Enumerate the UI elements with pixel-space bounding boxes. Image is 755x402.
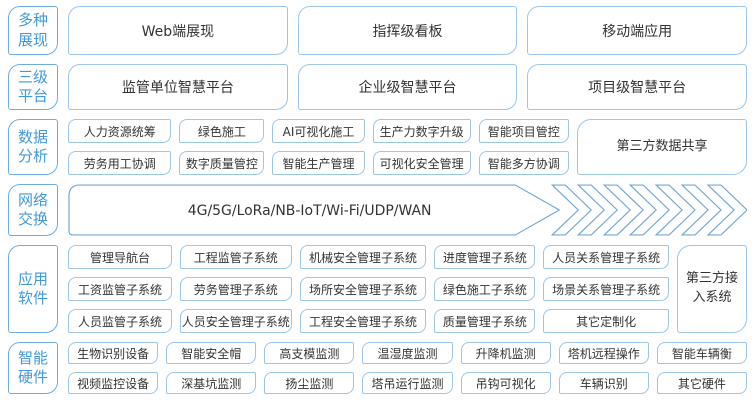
hardware-box: 深基坑监测 (166, 372, 257, 394)
data-analysis-box: AI可视化施工 (272, 119, 365, 143)
apps-content: 管理导航台 工程监管子系统 机械安全管理子系统 进度管理子系统 人员关系管理子系… (68, 245, 747, 333)
layer-label-network: 网络交换 (8, 184, 58, 236)
layer-row-hardware: 智能硬件 生物识别设备 智能安全帽 高支模监测 温湿度监测 升降机监测 塔机远程… (8, 342, 747, 394)
layer-row-network: 网络交换 4G/5G/LoRa/NB-IoT/Wi-Fi/UDP/WAN (8, 184, 747, 236)
network-protocol-bar (68, 184, 561, 236)
app-subsystem-box: 人员安全管理子系统 (179, 309, 292, 333)
hardware-box: 塔机远程操作 (558, 342, 649, 364)
data-analysis-box: 数字质量管控 (179, 151, 265, 175)
layer-label-data-analysis: 数据分析 (8, 119, 58, 175)
layer-row-platform: 三级平台 监管单位智慧平台 企业级智慧平台 项目级智慧平台 (8, 64, 748, 110)
data-analysis-box: 智能项目管控 (478, 119, 569, 143)
hardware-box: 塔吊运行监测 (362, 372, 453, 394)
display-box: 移动端应用 (527, 6, 748, 55)
hardware-box: 高支模监测 (264, 342, 355, 364)
data-analysis-box: 智能生产管理 (272, 151, 365, 175)
hardware-box: 智能安全帽 (166, 342, 257, 364)
data-analysis-content: 人力资源统筹 绿色施工 AI可视化施工 生产力数字升级 智能项目管控 劳务用工协… (68, 119, 747, 175)
data-analysis-box: 可视化安全管理 (372, 151, 471, 175)
data-analysis-box: 生产力数字升级 (372, 119, 471, 143)
data-analysis-box: 劳务用工协调 (68, 151, 172, 175)
apps-grid: 管理导航台 工程监管子系统 机械安全管理子系统 进度管理子系统 人员关系管理子系… (68, 245, 669, 333)
app-subsystem-box: 管理导航台 (68, 245, 172, 269)
app-subsystem-box: 机械安全管理子系统 (299, 245, 427, 269)
app-subsystem-box: 人员关系管理子系统 (543, 245, 669, 269)
network-protocols-text: 4G/5G/LoRa/NB-IoT/Wi-Fi/UDP/WAN (188, 203, 432, 219)
hardware-box: 视频监控设备 (68, 372, 159, 394)
app-subsystem-box: 劳务管理子系统 (179, 277, 292, 301)
third-party-data-box: 第三方数据共享 (577, 119, 747, 175)
app-subsystem-box: 工程安全管理子系统 (299, 309, 427, 333)
layer-row-data-analysis: 数据分析 人力资源统筹 绿色施工 AI可视化施工 生产力数字升级 智能项目管控 … (8, 119, 747, 175)
third-party-access-box: 第三方接入系统 (677, 245, 747, 333)
app-subsystem-box: 其它定制化 (543, 309, 669, 333)
app-subsystem-box: 工程监管子系统 (179, 245, 292, 269)
hardware-box: 生物识别设备 (68, 342, 159, 364)
hardware-box: 智能车辆衡 (656, 342, 747, 364)
hardware-grid: 生物识别设备 智能安全帽 高支模监测 温湿度监测 升降机监测 塔机远程操作 智能… (68, 342, 747, 394)
layer-label-display: 多种展现 (8, 6, 58, 55)
hardware-box: 温湿度监测 (362, 342, 453, 364)
data-analysis-box: 人力资源统筹 (68, 119, 172, 143)
platform-box: 监管单位智慧平台 (68, 64, 288, 110)
data-analysis-box: 绿色施工 (179, 119, 265, 143)
app-subsystem-box: 人员监管子系统 (68, 309, 172, 333)
data-analysis-grid: 人力资源统筹 绿色施工 AI可视化施工 生产力数字升级 智能项目管控 劳务用工协… (68, 119, 569, 175)
app-subsystem-box: 进度管理子系统 (434, 245, 536, 269)
platform-box: 项目级智慧平台 (527, 64, 748, 110)
app-subsystem-box: 场景关系管理子系统 (543, 277, 669, 301)
hardware-box: 车辆识别 (558, 372, 649, 394)
data-analysis-box: 智能多方协调 (478, 151, 569, 175)
hardware-box: 吊钩可视化 (460, 372, 551, 394)
hardware-box: 其它硬件 (656, 372, 747, 394)
layer-label-hardware: 智能硬件 (8, 342, 58, 394)
hardware-box: 扬尘监测 (264, 372, 355, 394)
network-arrow-graphic: 4G/5G/LoRa/NB-IoT/Wi-Fi/UDP/WAN (68, 184, 747, 236)
layer-row-apps: 应用软件 管理导航台 工程监管子系统 机械安全管理子系统 进度管理子系统 人员关… (8, 245, 747, 333)
platform-box: 企业级智慧平台 (297, 64, 518, 110)
app-subsystem-box: 质量管理子系统 (434, 309, 536, 333)
layer-label-platform: 三级平台 (8, 64, 58, 110)
display-box: 指挥级看板 (297, 6, 518, 55)
hardware-box: 升降机监测 (460, 342, 551, 364)
app-subsystem-box: 工资监管子系统 (68, 277, 172, 301)
layer-row-display: 多种展现 Web端展现 指挥级看板 移动端应用 (8, 6, 748, 55)
app-subsystem-box: 绿色施工子系统 (434, 277, 536, 301)
display-box: Web端展现 (68, 6, 288, 55)
chevron-arrows-icon (550, 184, 747, 236)
layer-label-apps: 应用软件 (8, 245, 58, 333)
app-subsystem-box: 场所安全管理子系统 (299, 277, 427, 301)
